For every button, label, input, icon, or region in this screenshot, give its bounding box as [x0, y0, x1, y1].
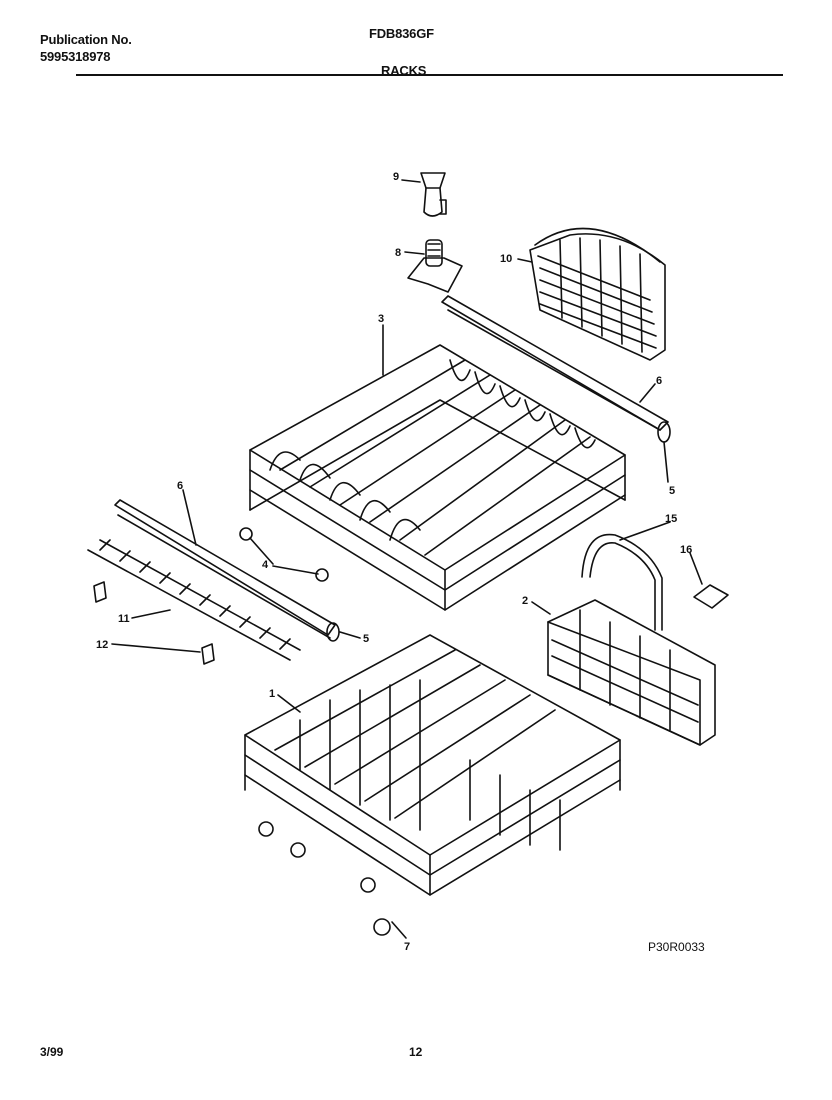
part-1-lower-rack [244, 634, 621, 896]
callout-9: 9 [393, 171, 399, 183]
part-4-roller-b [315, 568, 329, 582]
callout-4: 4 [262, 559, 269, 571]
part-16-cover [693, 584, 729, 609]
part-9-nozzle [420, 172, 447, 217]
callout-5-upper: 5 [669, 485, 675, 497]
callout-5-lower: 5 [363, 633, 369, 645]
part-7-wheel-c [360, 877, 376, 893]
publication-number: 5995318978 [40, 49, 111, 64]
footer-date: 3/99 [40, 1045, 64, 1059]
part-6-lower-rail [114, 499, 336, 639]
part-5-lower-stop [326, 622, 340, 642]
callout-15: 15 [665, 513, 677, 525]
publication-label: Publication No. [40, 32, 132, 47]
model-number: FDB836GF [369, 26, 434, 41]
callout-1: 1 [269, 688, 275, 700]
part-11-rail-rack [87, 539, 301, 661]
part-7-wheel-a [258, 821, 274, 837]
callout-6-upper: 6 [656, 375, 662, 387]
diagram-code: P30R0033 [648, 940, 705, 954]
part-15-handle [581, 533, 663, 631]
part-4-roller-a [239, 527, 253, 541]
part-8-hub [407, 239, 463, 293]
footer-page-number: 12 [409, 1045, 423, 1059]
part-2-cutlery-basket [547, 599, 716, 746]
callout-11: 11 [118, 613, 130, 625]
callout-6-lower: 6 [177, 480, 183, 492]
callout-7: 7 [404, 941, 410, 953]
part-10-basket [529, 227, 666, 361]
callout-12: 12 [96, 639, 108, 651]
part-6-upper-rail [441, 295, 669, 431]
callout-3: 3 [378, 313, 384, 325]
callout-10: 10 [500, 253, 512, 265]
part-12-clip-a [93, 581, 107, 603]
part-12-clip-b [201, 643, 215, 665]
part-7-wheel-d [373, 918, 391, 936]
header-rule [76, 74, 783, 76]
callout-8: 8 [395, 247, 401, 259]
callout-16: 16 [680, 544, 692, 556]
part-3-upper-rack [249, 344, 626, 611]
part-7-wheel-b [290, 842, 306, 858]
callout-2: 2 [522, 595, 528, 607]
